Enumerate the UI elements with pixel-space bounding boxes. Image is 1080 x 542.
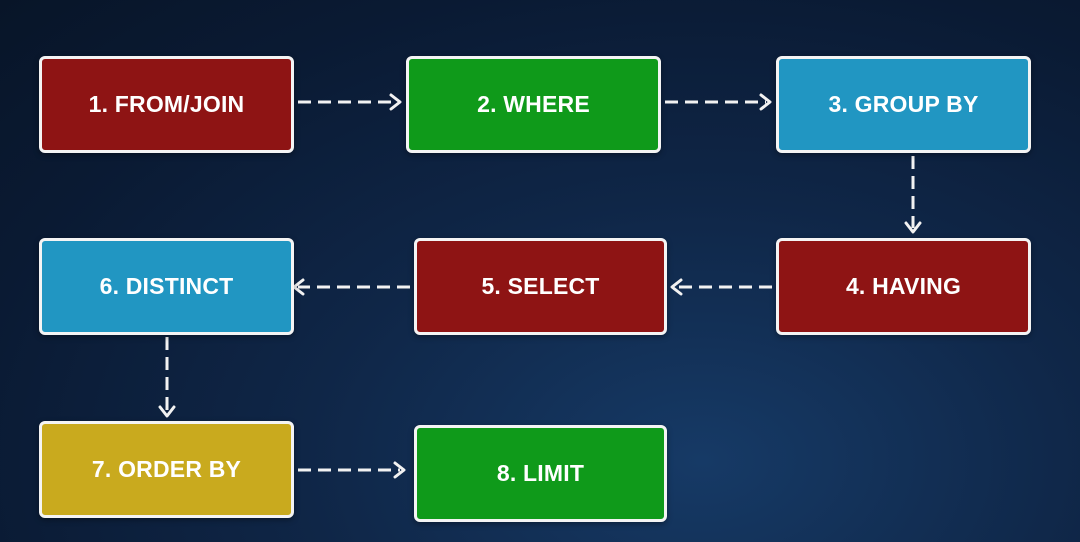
step-from-join: 1. FROM/JOIN (39, 56, 294, 153)
step-having: 4. HAVING (776, 238, 1031, 335)
step-label: 6. DISTINCT (99, 273, 234, 299)
step-label: 4. HAVING (845, 273, 962, 299)
step-label: 7. ORDER BY (91, 456, 242, 482)
step-where: 2. WHERE (406, 56, 661, 153)
step-group-by: 3. GROUP BY (776, 56, 1031, 153)
arrow-group-by-to-having (904, 156, 922, 234)
arrow-select-to-distinct (292, 278, 410, 296)
step-select: 5. SELECT (414, 238, 667, 335)
arrow-distinct-to-order-by (158, 337, 176, 418)
step-label: 3. GROUP BY (828, 91, 979, 117)
arrow-having-to-select (670, 278, 772, 296)
step-label: 1. FROM/JOIN (88, 91, 245, 117)
step-label: 2. WHERE (477, 91, 590, 117)
arrow-from-join-to-where (298, 93, 402, 111)
step-label: 8. LIMIT (496, 460, 585, 486)
step-limit: 8. LIMIT (414, 425, 667, 522)
step-distinct: 6. DISTINCT (39, 238, 294, 335)
step-label: 5. SELECT (481, 273, 600, 299)
step-order-by: 7. ORDER BY (39, 421, 294, 518)
arrow-where-to-group-by (665, 93, 772, 111)
arrow-order-by-to-limit (298, 461, 406, 479)
